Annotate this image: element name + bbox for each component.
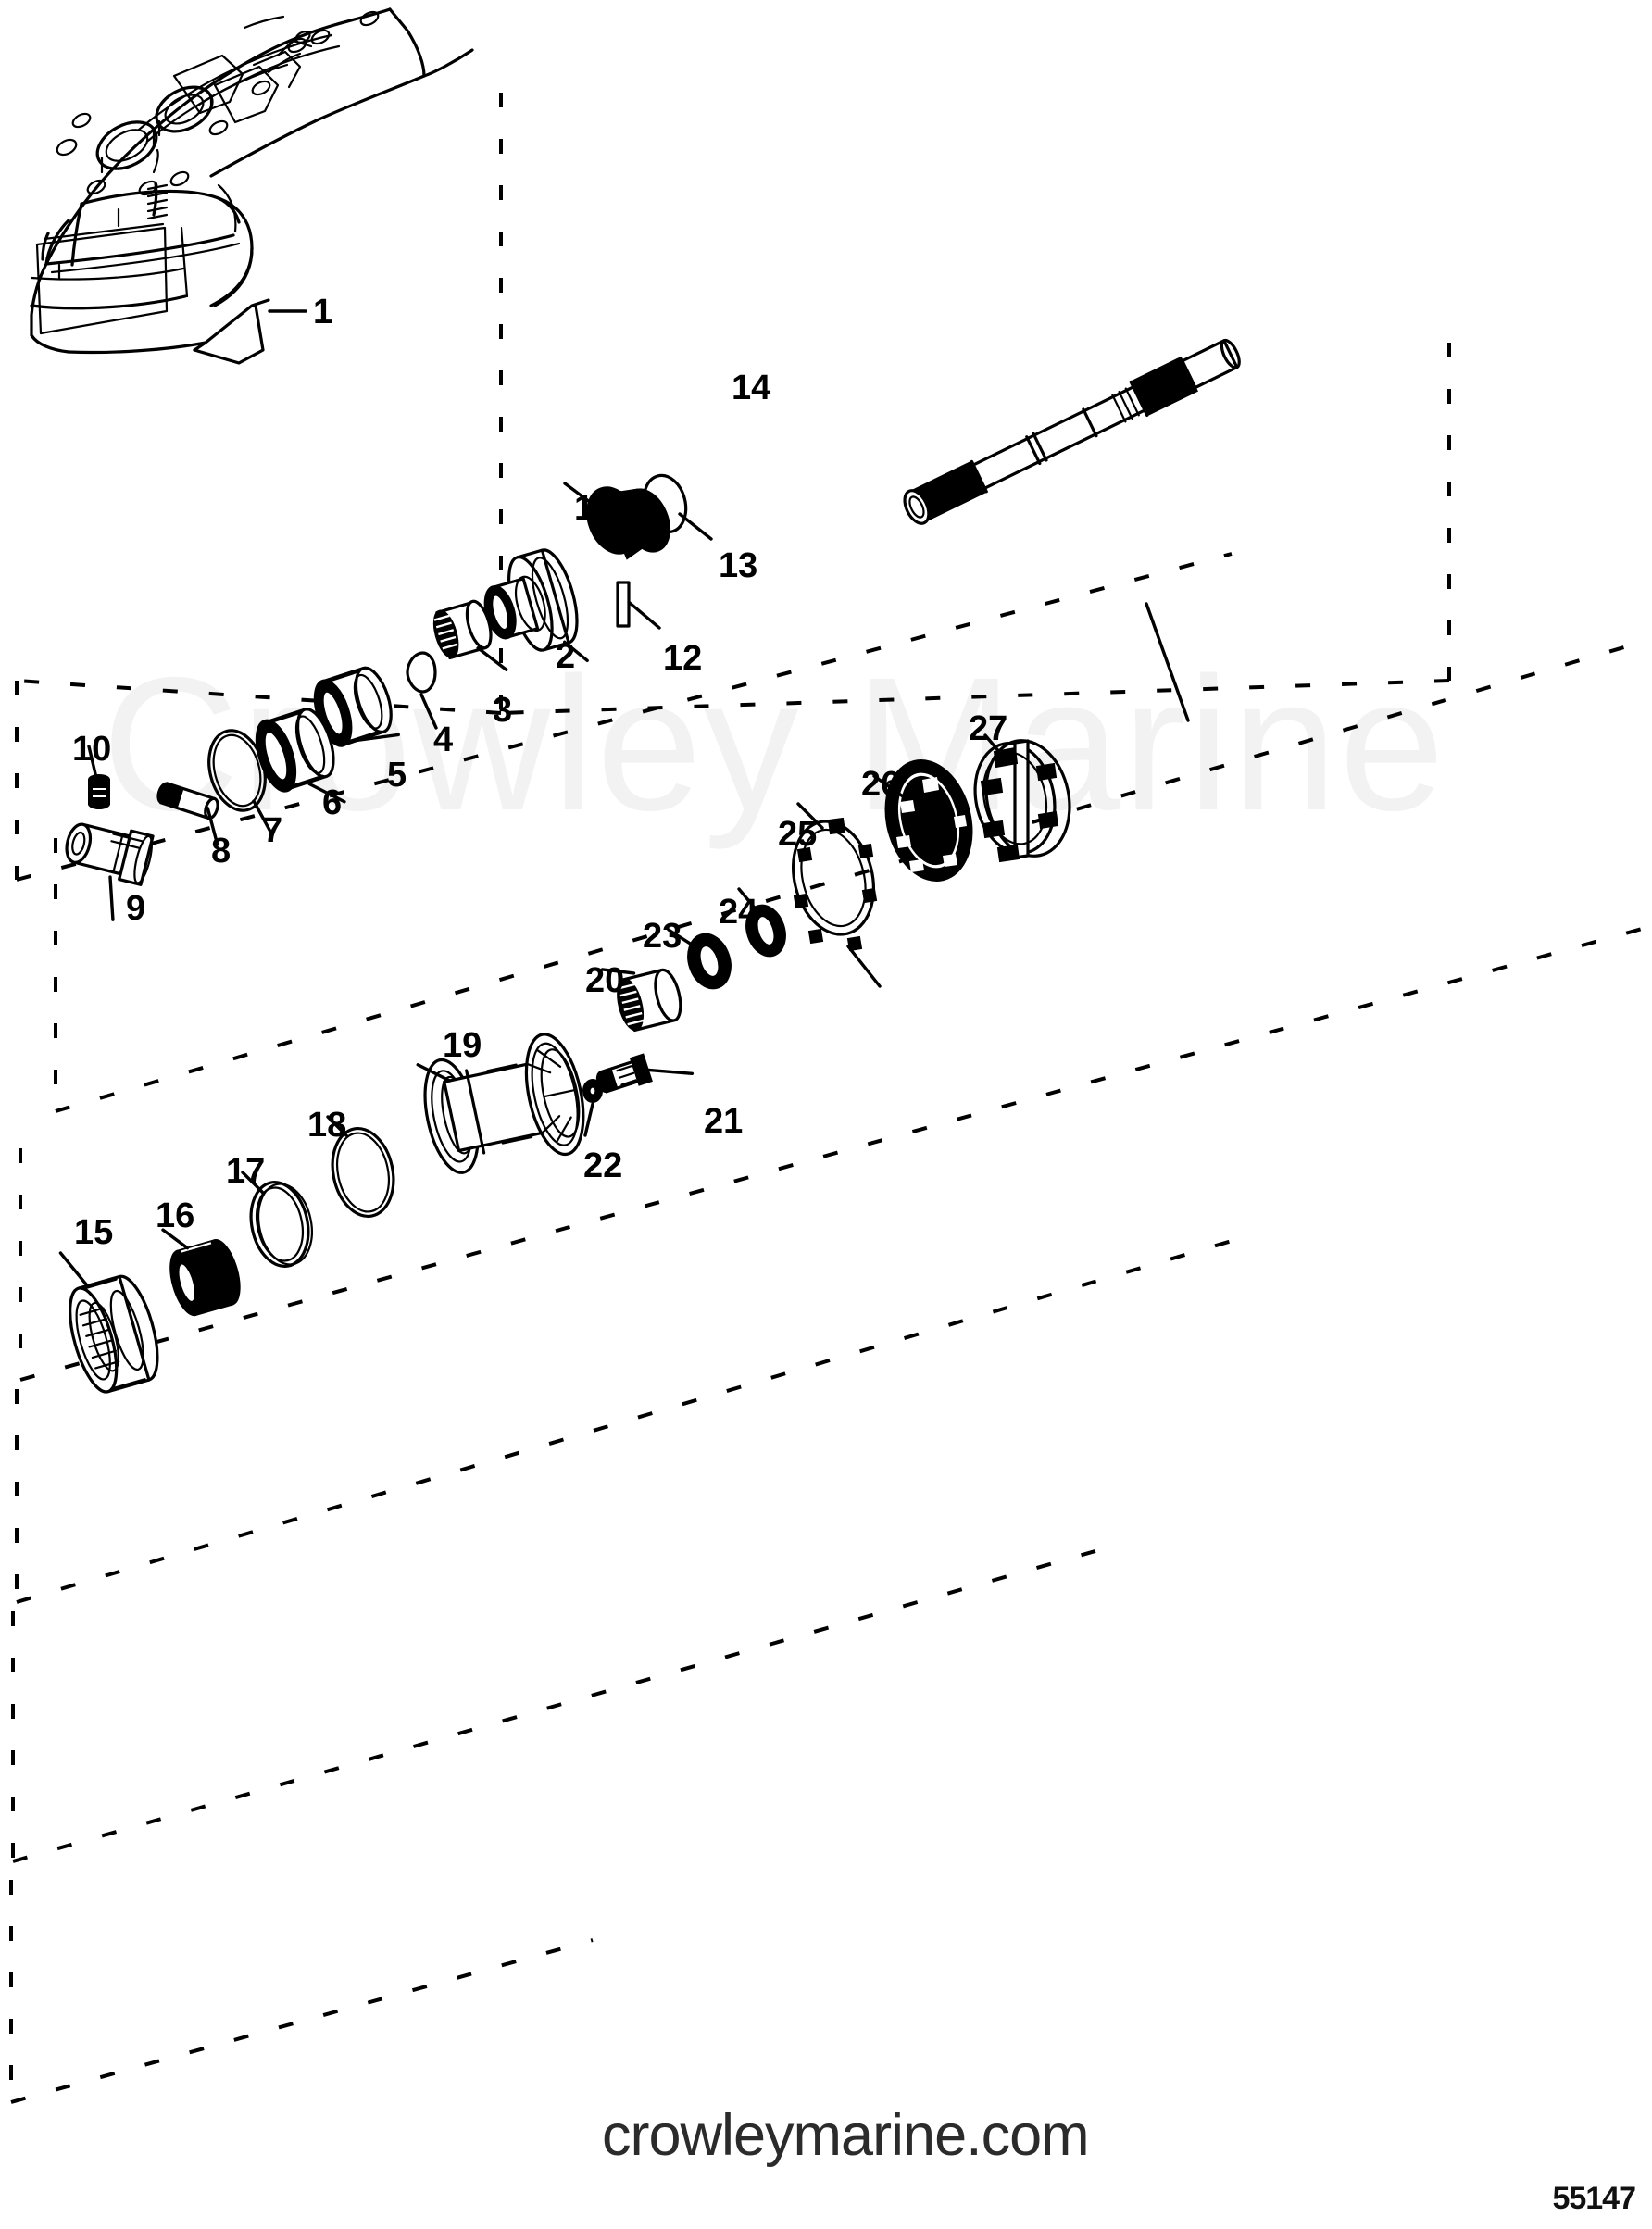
callout-6[interactable]: 6 [322,783,343,822]
part-23-thrust-washer-small [667,928,732,990]
callout-8[interactable]: 8 [211,832,232,870]
part-11-clutch-dog [563,482,671,560]
leader-2-line [846,945,882,988]
callout-18[interactable]: 18 [307,1106,347,1145]
part-24-thrust-washer [737,887,786,958]
callout-10[interactable]: 10 [72,730,112,769]
sheet-number: 55147 [1552,2181,1636,2216]
part-1-gearcase-housing [30,7,474,365]
part-26-keyed-washer [872,759,973,882]
part-18-o-ring-outer [326,1115,395,1219]
part-19-bearing-carrier [416,1033,585,1174]
callout-26[interactable]: 26 [861,765,901,804]
callout-17[interactable]: 17 [226,1152,266,1191]
callout-16[interactable]: 16 [156,1196,195,1235]
callout-14[interactable]: 14 [732,369,771,407]
callout-13[interactable]: 13 [719,546,758,585]
part-9-shift-cam-follower [65,822,155,921]
part-17-o-ring-inner [241,1171,313,1269]
callout-11[interactable]: 11 [574,489,612,528]
callout-3[interactable]: 3 [493,691,513,730]
section-boundary-lines [9,93,1652,2104]
part-21-set-screw [595,1053,695,1094]
callout-2[interactable]: 2 [556,637,576,676]
part-25-tab-washer [791,802,878,952]
part-2-forward-gear [483,548,589,663]
callout-27[interactable]: 27 [969,709,1008,748]
callout-24[interactable]: 24 [719,893,758,932]
callout-19[interactable]: 19 [443,1026,482,1065]
callout-1[interactable]: 1 [313,293,333,332]
part-12-cross-pin [616,581,661,630]
part-3-needle-bearing [432,599,508,671]
callout-20[interactable]: 20 [585,961,625,1000]
callout-23[interactable]: 23 [643,917,682,956]
part-16-oil-seal [161,1228,241,1317]
part-8-dowel-pin [156,782,219,846]
part-10-detent-cap [87,745,110,809]
callout-21[interactable]: 21 [704,1102,744,1141]
part-15-bearing-assembly [58,1251,159,1394]
callout-15[interactable]: 15 [74,1213,114,1252]
callout-9[interactable]: 9 [126,889,146,928]
callout-7[interactable]: 7 [263,811,283,850]
leader-14 [1145,602,1190,722]
site-url-text: crowleymarine.com [602,2103,1090,2168]
part-4-retaining-ring [406,651,438,730]
callout-4[interactable]: 4 [433,720,454,759]
callout-12[interactable]: 12 [663,639,703,678]
part-22-ball-detent [582,1079,603,1137]
callout-22[interactable]: 22 [583,1146,623,1185]
part-13-retaining-ring [642,473,713,541]
part-27-retaining-nut [973,733,1071,863]
callout-25[interactable]: 25 [778,815,818,854]
callout-5[interactable]: 5 [387,756,407,795]
part-14-propeller-shaft [903,338,1241,525]
part-7-shim-ring [207,729,272,833]
part-20-needle-bearing [600,968,682,1033]
